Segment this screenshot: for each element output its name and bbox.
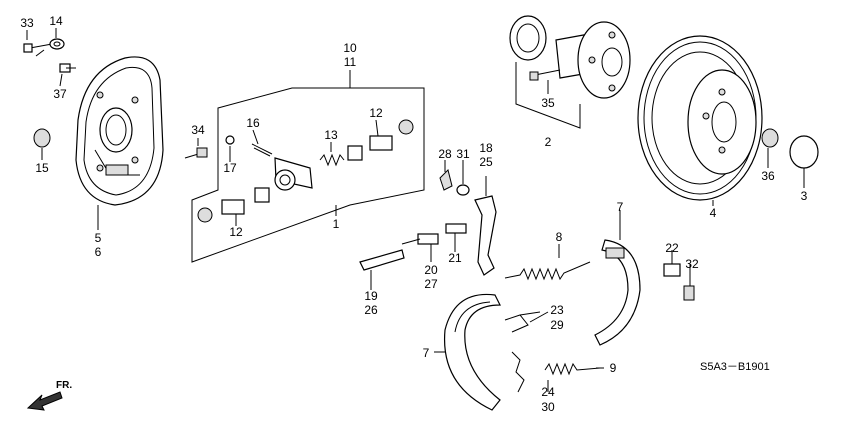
hub — [555, 21, 631, 99]
callout-16: 16 — [246, 116, 260, 130]
callout-29: 29 — [550, 318, 564, 332]
callout-33: 33 — [20, 16, 34, 30]
callout-26: 26 — [364, 303, 378, 317]
callout-14: 14 — [49, 14, 63, 28]
part-33-bolt — [23, 43, 53, 57]
callout-17: 17 — [223, 161, 237, 175]
part-3-cap — [789, 135, 819, 169]
part-12-piston-lower — [197, 187, 270, 223]
callout-36: 36 — [761, 169, 775, 183]
callout-22: 22 — [665, 241, 679, 255]
callout-5: 5 — [95, 231, 102, 245]
part-13-spring — [319, 153, 345, 167]
callout-20: 20 — [424, 263, 438, 277]
callout-12-upper: 12 — [369, 106, 383, 120]
callout-2: 2 — [545, 135, 552, 149]
callout-4: 4 — [710, 206, 717, 220]
callout-10: 10 — [343, 41, 357, 55]
callout-15: 15 — [35, 161, 49, 175]
callout-23: 23 — [550, 303, 564, 317]
callout-32: 32 — [685, 257, 699, 271]
part-18-lever — [474, 195, 497, 276]
callout-35: 35 — [541, 96, 555, 110]
part-21-pin — [445, 223, 467, 234]
callout-13: 13 — [324, 128, 338, 142]
part-8-spring — [504, 261, 591, 281]
part-23-clip — [504, 311, 541, 333]
callout-18: 18 — [479, 141, 493, 155]
part-37-nipple — [59, 63, 76, 73]
callout-21: 21 — [448, 251, 462, 265]
callout-28: 28 — [438, 147, 452, 161]
hub-seal — [509, 15, 547, 61]
callout-25: 25 — [479, 155, 493, 169]
hub-bearing-group-frame — [515, 62, 581, 129]
part-28-clip — [439, 169, 453, 191]
callout-1: 1 — [333, 217, 340, 231]
part-9-spring — [544, 362, 601, 376]
part-31-washer — [456, 184, 470, 196]
callout-7-lower: 7 — [423, 346, 430, 360]
callout-27: 27 — [424, 277, 438, 291]
direction-label: FR. — [56, 380, 72, 391]
wheel-cylinder — [274, 157, 313, 191]
callout-12-lower: 12 — [229, 225, 243, 239]
callout-9: 9 — [610, 361, 617, 375]
brake-shoe-lower — [443, 293, 501, 411]
diagram-code: S5A3－B1901 — [700, 361, 770, 373]
part-19-rod — [359, 249, 405, 271]
part-35-hub-bolt — [529, 69, 561, 81]
brake-drum — [637, 35, 763, 201]
callout-11: 11 — [344, 55, 357, 69]
part-34-bolt — [184, 147, 208, 159]
callout-19: 19 — [364, 289, 378, 303]
backing-plate — [75, 56, 164, 206]
front-direction-arrow: FR. — [26, 380, 72, 411]
callout-30: 30 — [541, 400, 555, 414]
part-15-cap — [33, 128, 51, 148]
callout-6: 6 — [95, 245, 102, 259]
callout-24: 24 — [541, 385, 555, 399]
brake-shoe-upper — [594, 239, 641, 346]
leader-lines — [26, 28, 805, 392]
callout-7-upper: 7 — [617, 200, 624, 214]
callout-31: 31 — [456, 147, 470, 161]
part-24-spring — [511, 351, 525, 393]
part-20-adjuster — [401, 233, 439, 245]
part-32-clip — [683, 285, 695, 301]
callout-37: 37 — [53, 87, 67, 101]
callout-8: 8 — [556, 230, 563, 244]
part-17-cap — [225, 135, 235, 145]
part-16-bleeder — [251, 143, 273, 157]
part-36-nut — [761, 128, 779, 148]
wheel-cylinder-group-frame — [191, 70, 425, 263]
callout-3: 3 — [801, 189, 808, 203]
part-22-pin — [663, 263, 681, 277]
part-12-piston-upper — [347, 119, 414, 161]
callout-34: 34 — [191, 123, 205, 137]
part-14-grommet — [49, 38, 65, 50]
